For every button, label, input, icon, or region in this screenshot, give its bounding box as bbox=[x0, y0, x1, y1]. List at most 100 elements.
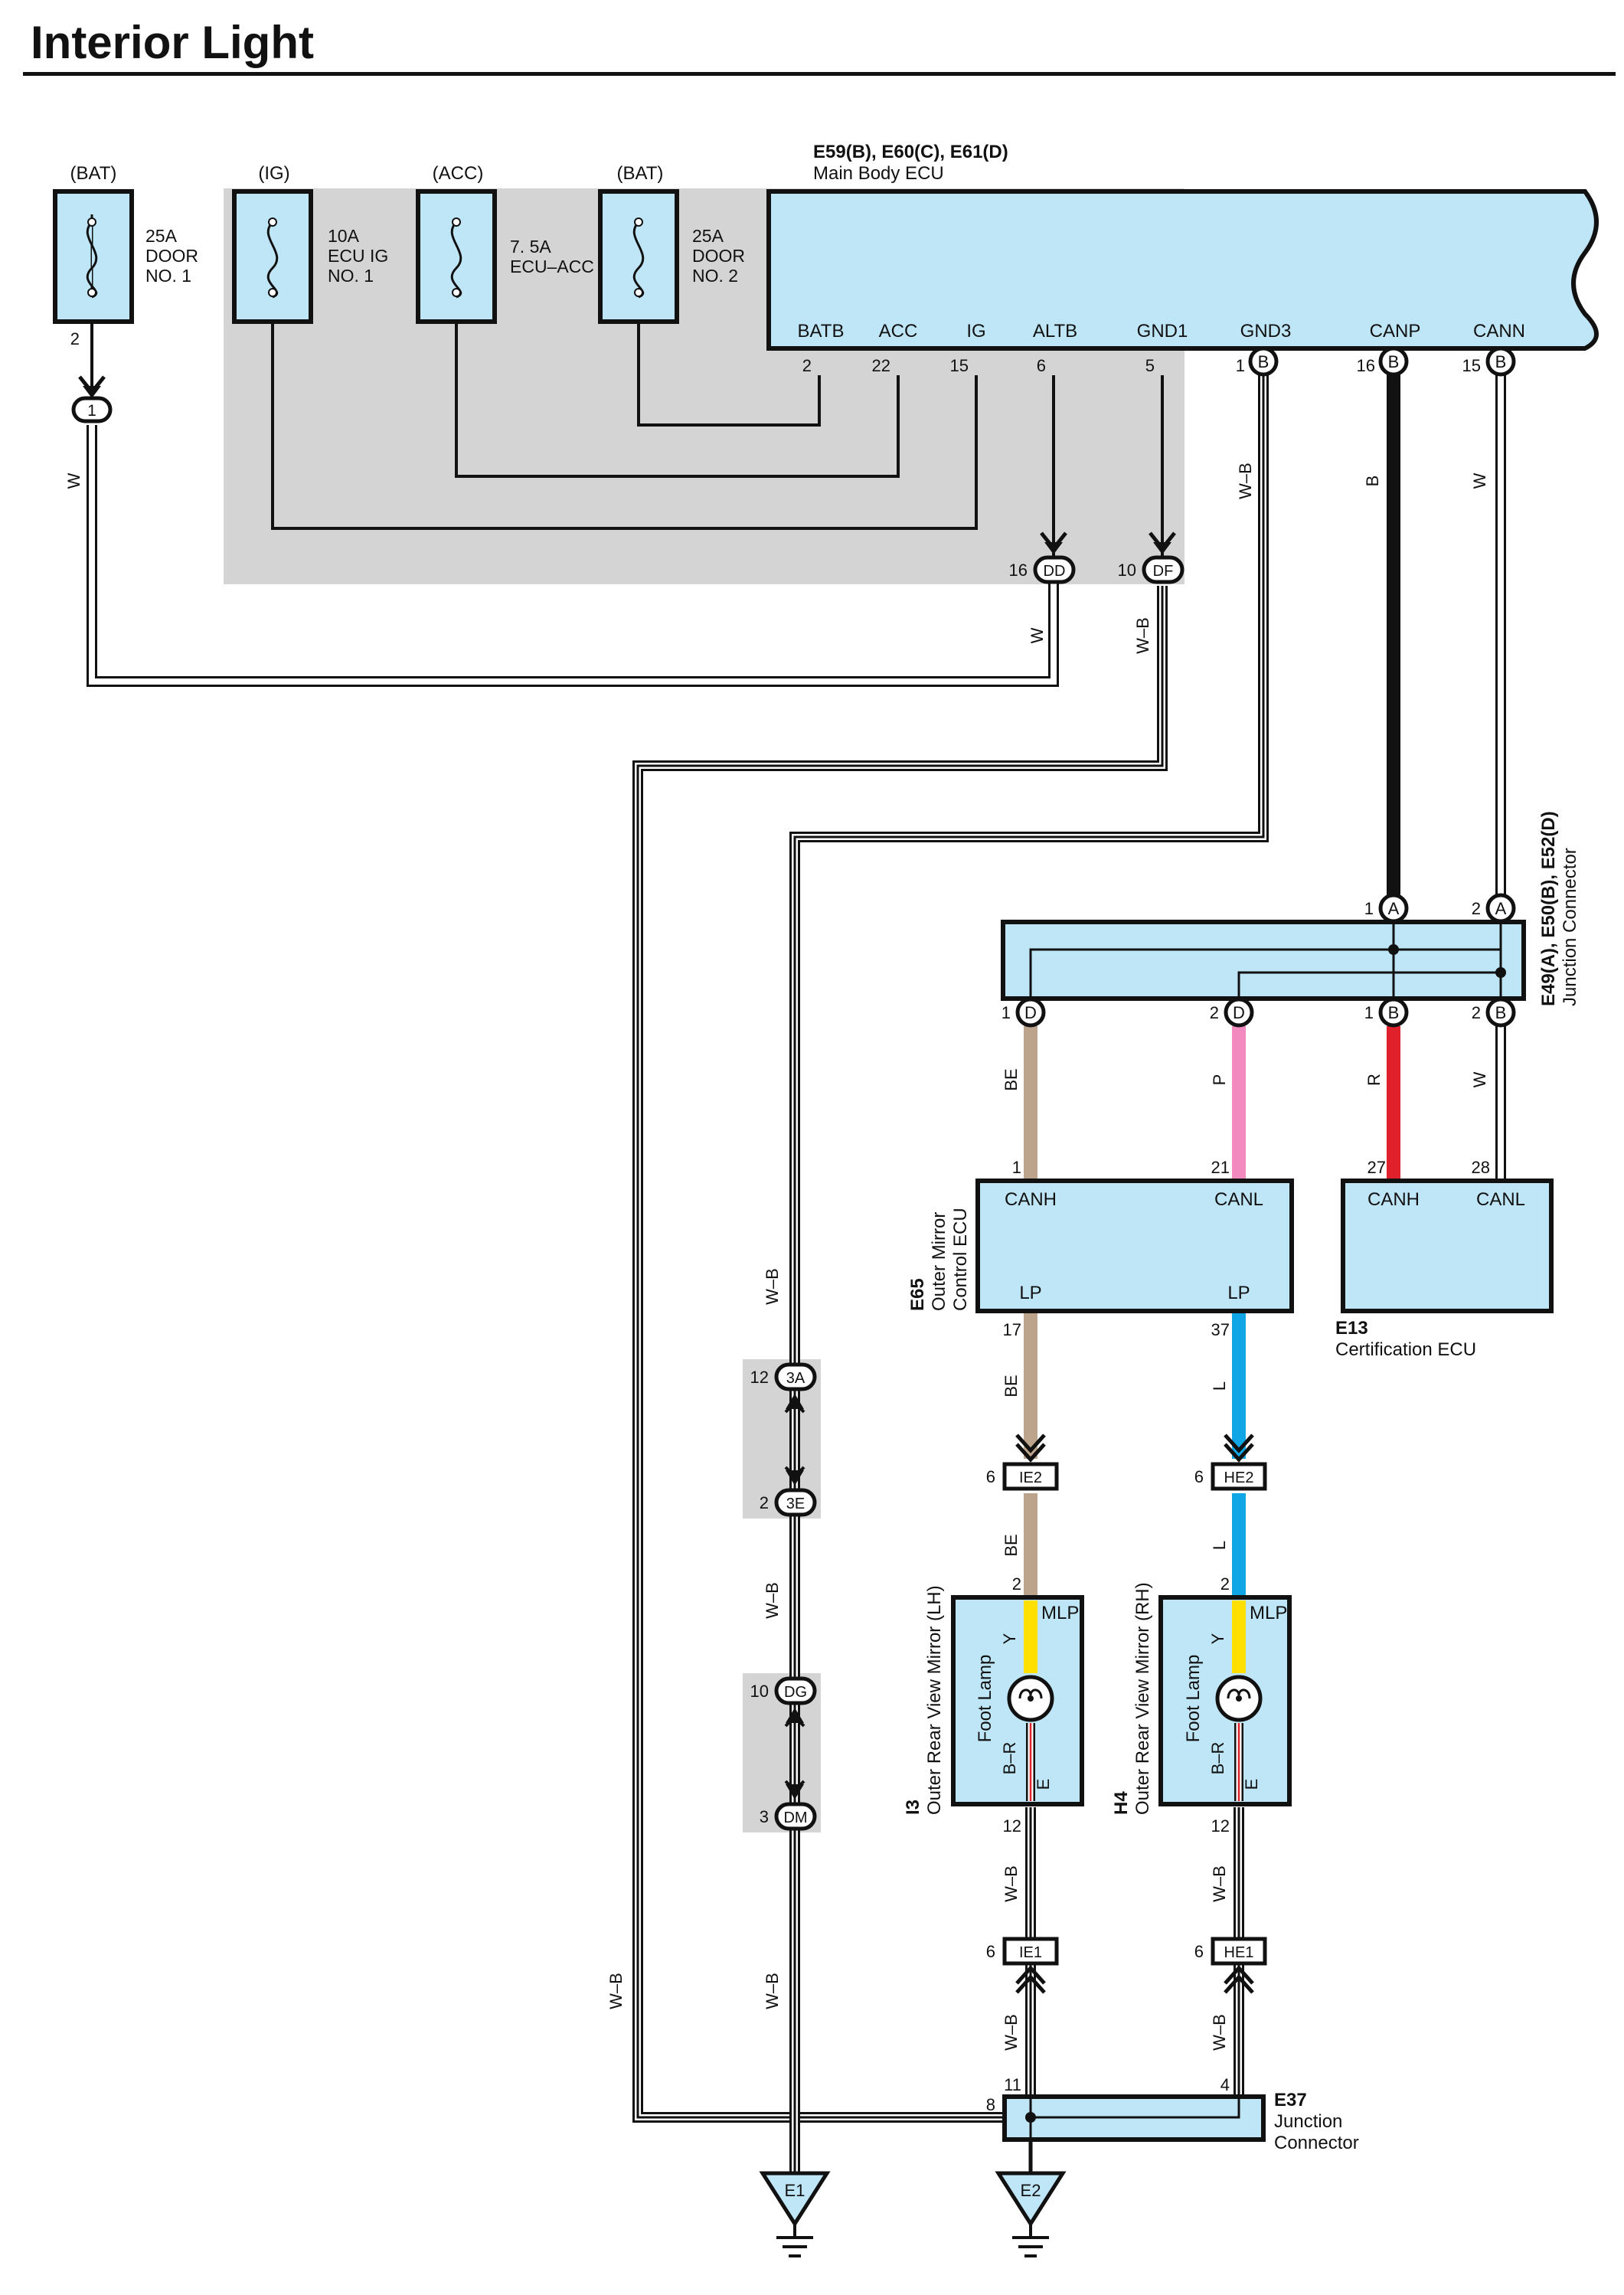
wire-label-l-1: L bbox=[1210, 1381, 1229, 1391]
arrow-dd bbox=[1040, 531, 1067, 554]
om-ecu-pin-21: 21 bbox=[1211, 1158, 1230, 1177]
ground-e1: E1 bbox=[759, 2171, 831, 2257]
connector-ie2-code: IE2 bbox=[1019, 1470, 1042, 1486]
wire-label-wb-6: W–B bbox=[1210, 2014, 1229, 2051]
mirror-lh-name: Outer Rear View Mirror (LH) bbox=[924, 1585, 945, 1815]
e37-pin-11: 11 bbox=[1004, 2075, 1021, 2094]
connector-dd: DD bbox=[1033, 555, 1076, 584]
connector-3e-code: 3E bbox=[786, 1496, 805, 1512]
main-ecu-codes: E59(B), E60(C), E61(D) bbox=[813, 142, 1008, 162]
mirror-rh-name: Outer Rear View Mirror (RH) bbox=[1132, 1582, 1153, 1815]
connector-dg-pin: 10 bbox=[750, 1682, 769, 1701]
jc-bottom-2d-conn: D bbox=[1233, 1003, 1245, 1022]
mirror-lh bbox=[951, 1595, 1084, 1806]
ecu-pin-canp: 16 bbox=[1357, 356, 1375, 375]
wire-label-wb-2: W–B bbox=[1236, 463, 1255, 499]
ecu-pin-ig: 15 bbox=[950, 356, 969, 375]
mirror-rh-pin-bottom: 12 bbox=[1211, 1816, 1230, 1836]
connector-ie2: IE2 bbox=[1002, 1462, 1059, 1491]
cert-ecu-pin-28: 28 bbox=[1472, 1158, 1490, 1177]
connector-1-arrow bbox=[78, 375, 106, 398]
arrow-ie2 bbox=[1015, 1434, 1046, 1463]
jc-can-name: Junction Connector bbox=[1560, 848, 1580, 1006]
wire-label-wb-1: W–B bbox=[1133, 617, 1152, 654]
jc-can-codes: E49(A), E50(B), E52(D) bbox=[1538, 811, 1559, 1006]
connector-dm-code: DM bbox=[783, 1810, 807, 1826]
om-ecu-canl: CANL bbox=[1214, 1189, 1263, 1210]
wire-label-r: R bbox=[1364, 1074, 1384, 1086]
ecu-terminal-cann: CANN bbox=[1473, 321, 1525, 342]
cert-ecu-code: E13 bbox=[1335, 1318, 1368, 1339]
ecu-pin-altb: 6 bbox=[1037, 356, 1046, 375]
fuse4-rating: 25A bbox=[692, 226, 724, 246]
fuse2-source: (IG) bbox=[258, 163, 289, 184]
ecu-terminal-gnd3: GND3 bbox=[1240, 321, 1292, 342]
arrows-dg-dm bbox=[784, 1708, 805, 1800]
outer-mirror-control-ecu bbox=[975, 1179, 1294, 1313]
e37-pin-4: 4 bbox=[1220, 2075, 1230, 2094]
fuse1-rating: 25A bbox=[145, 226, 178, 246]
wire-label-wb-7: W–B bbox=[763, 1268, 782, 1305]
page-title: Interior Light bbox=[31, 17, 314, 68]
fuse2-name-1: ECU IG bbox=[328, 246, 388, 266]
connector-dm-pin: 3 bbox=[760, 1807, 769, 1826]
mirror-rh-mlp: MLP bbox=[1250, 1603, 1287, 1623]
wire-label-be-2: BE bbox=[1002, 1375, 1021, 1397]
arrow-he2 bbox=[1224, 1434, 1254, 1463]
jc-bottom-1d-pin: 1 bbox=[1002, 1003, 1011, 1022]
fuse-door-no1 bbox=[53, 189, 134, 324]
jc-bottom-2b-conn: B bbox=[1495, 1003, 1507, 1022]
mirror-rh-pin-top: 2 bbox=[1220, 1574, 1230, 1594]
e37-code: E37 bbox=[1274, 2090, 1307, 2110]
junction-connector-e37 bbox=[1002, 2094, 1266, 2142]
jc-bottom-1b-conn: B bbox=[1388, 1003, 1400, 1022]
connector-3a: 3A bbox=[774, 1362, 817, 1391]
wire-label-p: P bbox=[1210, 1074, 1229, 1086]
connector-ie1: IE1 bbox=[1002, 1937, 1059, 1966]
ground-e2: E2 bbox=[995, 2171, 1067, 2257]
main-body-ecu bbox=[766, 189, 1599, 351]
connector-3e: 3E bbox=[774, 1488, 817, 1517]
connector-3e-pin: 2 bbox=[760, 1493, 769, 1512]
ecu-terminal-ig: IG bbox=[966, 321, 985, 342]
fuse-door-no2 bbox=[598, 189, 679, 324]
fuse2-name-2: NO. 1 bbox=[328, 266, 374, 286]
ground-e1-label: E1 bbox=[785, 2181, 805, 2200]
certification-ecu bbox=[1341, 1179, 1554, 1313]
connector-dm: DM bbox=[774, 1802, 817, 1831]
mirror-lh-br: B–R bbox=[1000, 1742, 1019, 1775]
wire-label-wb-4: W–B bbox=[1210, 1865, 1229, 1902]
fuse4-name-2: NO. 2 bbox=[692, 266, 738, 286]
cert-ecu-pin-27: 27 bbox=[1367, 1158, 1386, 1177]
connector-dg-code: DG bbox=[784, 1684, 807, 1701]
fuse4-name-1: DOOR bbox=[692, 246, 745, 266]
e37-name-1: Junction bbox=[1274, 2111, 1342, 2132]
connector-dd-pin: 16 bbox=[1009, 561, 1028, 580]
jc-top-pin-2a: A bbox=[1485, 893, 1516, 924]
jc-top-pin-1a: A bbox=[1378, 893, 1409, 924]
om-ecu-code: E65 bbox=[907, 1278, 928, 1311]
wire-label-w-2: W bbox=[1028, 627, 1047, 643]
wire-label-w-1: W bbox=[64, 472, 83, 489]
om-ecu-lp-1: LP bbox=[1019, 1283, 1041, 1303]
arrow-ie1 bbox=[1015, 1965, 1046, 1994]
connector-he1-pin: 6 bbox=[1194, 1942, 1204, 1961]
arrow-he1 bbox=[1224, 1965, 1254, 1994]
fuse3-name-1: ECU–ACC bbox=[510, 257, 594, 276]
connector-he1: HE1 bbox=[1211, 1937, 1267, 1966]
wire-label-w-4: W bbox=[1470, 1071, 1489, 1087]
jc-bottom-2b-pin: 2 bbox=[1472, 1003, 1481, 1022]
ecu-conn-gnd3-label: B bbox=[1258, 352, 1269, 371]
om-ecu-lp-2: LP bbox=[1227, 1283, 1250, 1303]
connector-he1-code: HE1 bbox=[1224, 1944, 1254, 1961]
connector-df: DF bbox=[1142, 555, 1185, 584]
wire-label-wb-5: W–B bbox=[1002, 2014, 1021, 2051]
om-ecu-pin-37: 37 bbox=[1211, 1320, 1230, 1339]
fuse1-pin: 2 bbox=[70, 329, 80, 348]
ecu-conn-canp-label: B bbox=[1388, 352, 1400, 371]
e37-name-2: Connector bbox=[1274, 2133, 1359, 2153]
mirror-lh-code: I3 bbox=[903, 1800, 923, 1815]
wire-label-w-3: W bbox=[1470, 472, 1489, 489]
ecu-terminal-batb: BATB bbox=[798, 321, 845, 342]
